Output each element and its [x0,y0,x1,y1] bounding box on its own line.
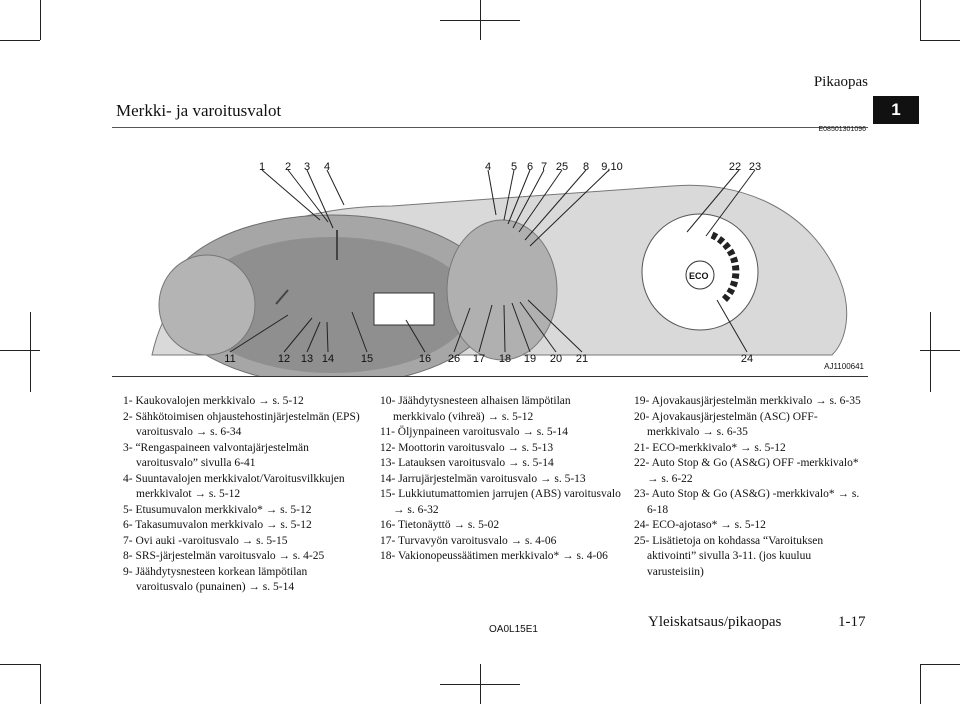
legend-item: 22- Auto Stop & Go (AS&G) OFF -merkkival… [634,457,859,485]
crop-mark [440,684,520,685]
callout-bottom: 19 [523,353,537,365]
footer-code: OA0L15E1 [489,624,538,635]
legend-item: 19- Ajovakausjärjestelmän merkkivalo → s… [634,395,861,407]
callout-bottom: 26 [447,353,461,365]
eco-gauge-label: ECO [689,271,709,281]
figure-code: AJ1100641 [824,362,864,371]
crop-mark [40,664,41,704]
page-title: Merkki- ja varoitusvalot [116,101,282,120]
legend-item: 14- Jarrujärjestelmän varoitusvalo → s. … [380,472,586,485]
legend-item: 3- “Rengaspaineen valvontajärjestelmän v… [123,441,309,470]
legend-item: 16- Tietonäyttö → s. 5-02 [380,519,500,531]
footer-section-name: Yleiskatsaus/pikaopas [648,614,782,630]
header-section-name: Pikaopas [813,74,868,90]
crop-mark [920,40,960,41]
callout-top: 8 [582,161,590,173]
legend-item: 7- Ovi auki -varoitusvalo → s. 5-15 [123,534,288,547]
legend-item: 4- Suuntavalojen merkkivalot/Varoitusvil… [123,472,345,501]
document-code: E08501301096 [818,126,867,133]
legend-column-1: 1- Kaukovalojen merkkivalo → s. 5-12 2- … [123,394,363,596]
legend-item: 21- ECO-merkkivalo* → s. 5-12 [634,441,786,454]
crop-mark [920,664,960,665]
legend-item: 5- Etusumuvalon merkkivalo* → s. 5-12 [123,503,312,516]
legend-item: 6- Takasumuvalon merkkivalo → s. 5-12 [123,519,312,531]
legend-item: 24- ECO-ajotaso* → s. 5-12 [634,519,766,531]
callout-bottom: 14 [321,353,335,365]
legend-item: 10- Jäähdytysnesteen alhaisen lämpötilan… [380,395,571,423]
legend-item: 11- Öljynpaineen varoitusvalo → s. 5-14 [380,426,569,438]
callout-bottom: 13 [300,353,314,365]
callout-top: 3 [303,161,311,173]
crop-mark [920,0,921,40]
legend-item: 13- Latauksen varoitusvalo → s. 5-14 [380,457,554,469]
callout-top: 4 [484,161,492,173]
callout-top: 23 [748,161,762,173]
header-divider [112,127,868,128]
callout-bottom: 12 [277,353,291,365]
callout-bottom: 16 [418,353,432,365]
callout-bottom: 21 [575,353,589,365]
callout-top: 4 [323,161,331,173]
legend-item: 15- Lukkiutumattomien jarrujen (ABS) var… [380,488,621,516]
callout-top: 25 [555,161,569,173]
crop-mark [0,664,40,665]
callout-top: 2 [284,161,292,173]
callout-top: 1 [258,161,266,173]
crop-mark [0,350,40,351]
instrument-cluster-figure: ECO [112,140,868,386]
instrument-cluster-drawing: ECO [151,169,848,386]
crop-mark [920,350,960,351]
crop-mark [0,40,40,41]
crop-mark [920,664,921,704]
legend-item: 2- Sähkötoimisen ohjaustehostinjärjestel… [123,410,360,439]
callout-bottom: 11 [224,353,236,365]
crop-mark [440,20,520,21]
legend-item: 18- Vakionopeussäätimen merkkivalo* → s.… [380,550,608,562]
legend-item: 20- Ajovakausjärjestelmän (ASC) OFF-merk… [634,410,818,439]
callout-bottom: 18 [498,353,512,365]
crop-mark [30,312,31,392]
legend-item: 8- SRS-järjestelmän varoitusvalo → s. 4-… [123,550,325,562]
legend-item: 25- Lisätietoja on kohdassa “Varoituksen… [634,534,824,578]
section-tab: 1 [873,96,919,124]
callout-bottom: 24 [740,353,754,365]
legend-column-2: 10- Jäähdytysnesteen alhaisen lämpötilan… [380,394,625,565]
legend-column-3: 19- Ajovakausjärjestelmän merkkivalo → s… [634,394,869,580]
callout-bottom: 17 [472,353,486,365]
crop-mark [40,0,41,40]
legend-item: 23- Auto Stop & Go (AS&G) -merkkivalo* →… [634,488,860,516]
page-number: 1-17 [838,614,866,630]
legend-item: 9- Jäähdytysnesteen korkean lämpötilan v… [123,565,308,594]
callout-top: 5 [510,161,518,173]
crop-mark [930,312,931,392]
callout-top: 7 [540,161,548,173]
callout-bottom: 20 [549,353,563,365]
callout-top: 22 [728,161,742,173]
callout-bottom: 15 [360,353,374,365]
callout-top: 6 [526,161,534,173]
legend-item: 17- Turvavyön varoitusvalo → s. 4-06 [380,534,557,547]
legend-item: 1- Kaukovalojen merkkivalo → s. 5-12 [123,395,304,407]
legend-item: 12- Moottorin varoitusvalo → s. 5-13 [380,441,554,454]
callout-top: 9,10 [601,161,623,173]
